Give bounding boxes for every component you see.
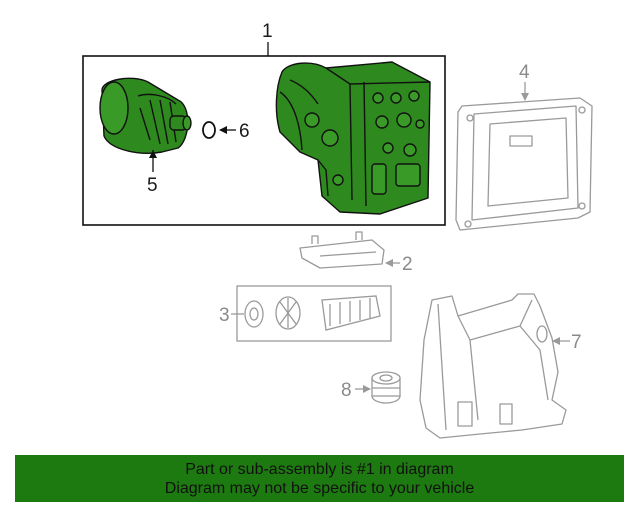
info-banner: Part or sub-assembly is #1 in diagram Di…: [15, 455, 624, 502]
arrow-8: [363, 385, 371, 393]
sub-assembly-box: [82, 55, 446, 226]
part-1-hydraulic-unit[interactable]: [275, 61, 431, 215]
arrow-4: [521, 93, 529, 101]
part-2-bracket[interactable]: [299, 231, 385, 269]
arrow-5: [149, 150, 157, 158]
callout-2[interactable]: 2: [402, 254, 413, 275]
part-5-pump-motor[interactable]: [99, 77, 192, 154]
banner-line-1: Part or sub-assembly is #1 in diagram: [185, 461, 454, 478]
part-3-kit-components[interactable]: [244, 295, 381, 331]
arrow-7: [552, 337, 560, 345]
arrow-6: [219, 126, 227, 134]
callout-7[interactable]: 7: [571, 332, 582, 353]
part-7-mount-bracket[interactable]: [419, 293, 567, 439]
callout-6[interactable]: 6: [239, 121, 250, 142]
callout-3[interactable]: 3: [219, 305, 230, 326]
part-8-grommet[interactable]: [371, 371, 401, 404]
callout-1[interactable]: 1: [262, 21, 273, 42]
banner-line-2: Diagram may not be specific to your vehi…: [164, 480, 475, 497]
part-4-control-module[interactable]: [455, 97, 593, 231]
part-6-o-ring[interactable]: [202, 121, 216, 139]
callout-8[interactable]: 8: [341, 380, 352, 401]
callout-4[interactable]: 4: [519, 62, 530, 83]
arrow-2: [385, 259, 393, 267]
callout-5[interactable]: 5: [147, 175, 158, 196]
